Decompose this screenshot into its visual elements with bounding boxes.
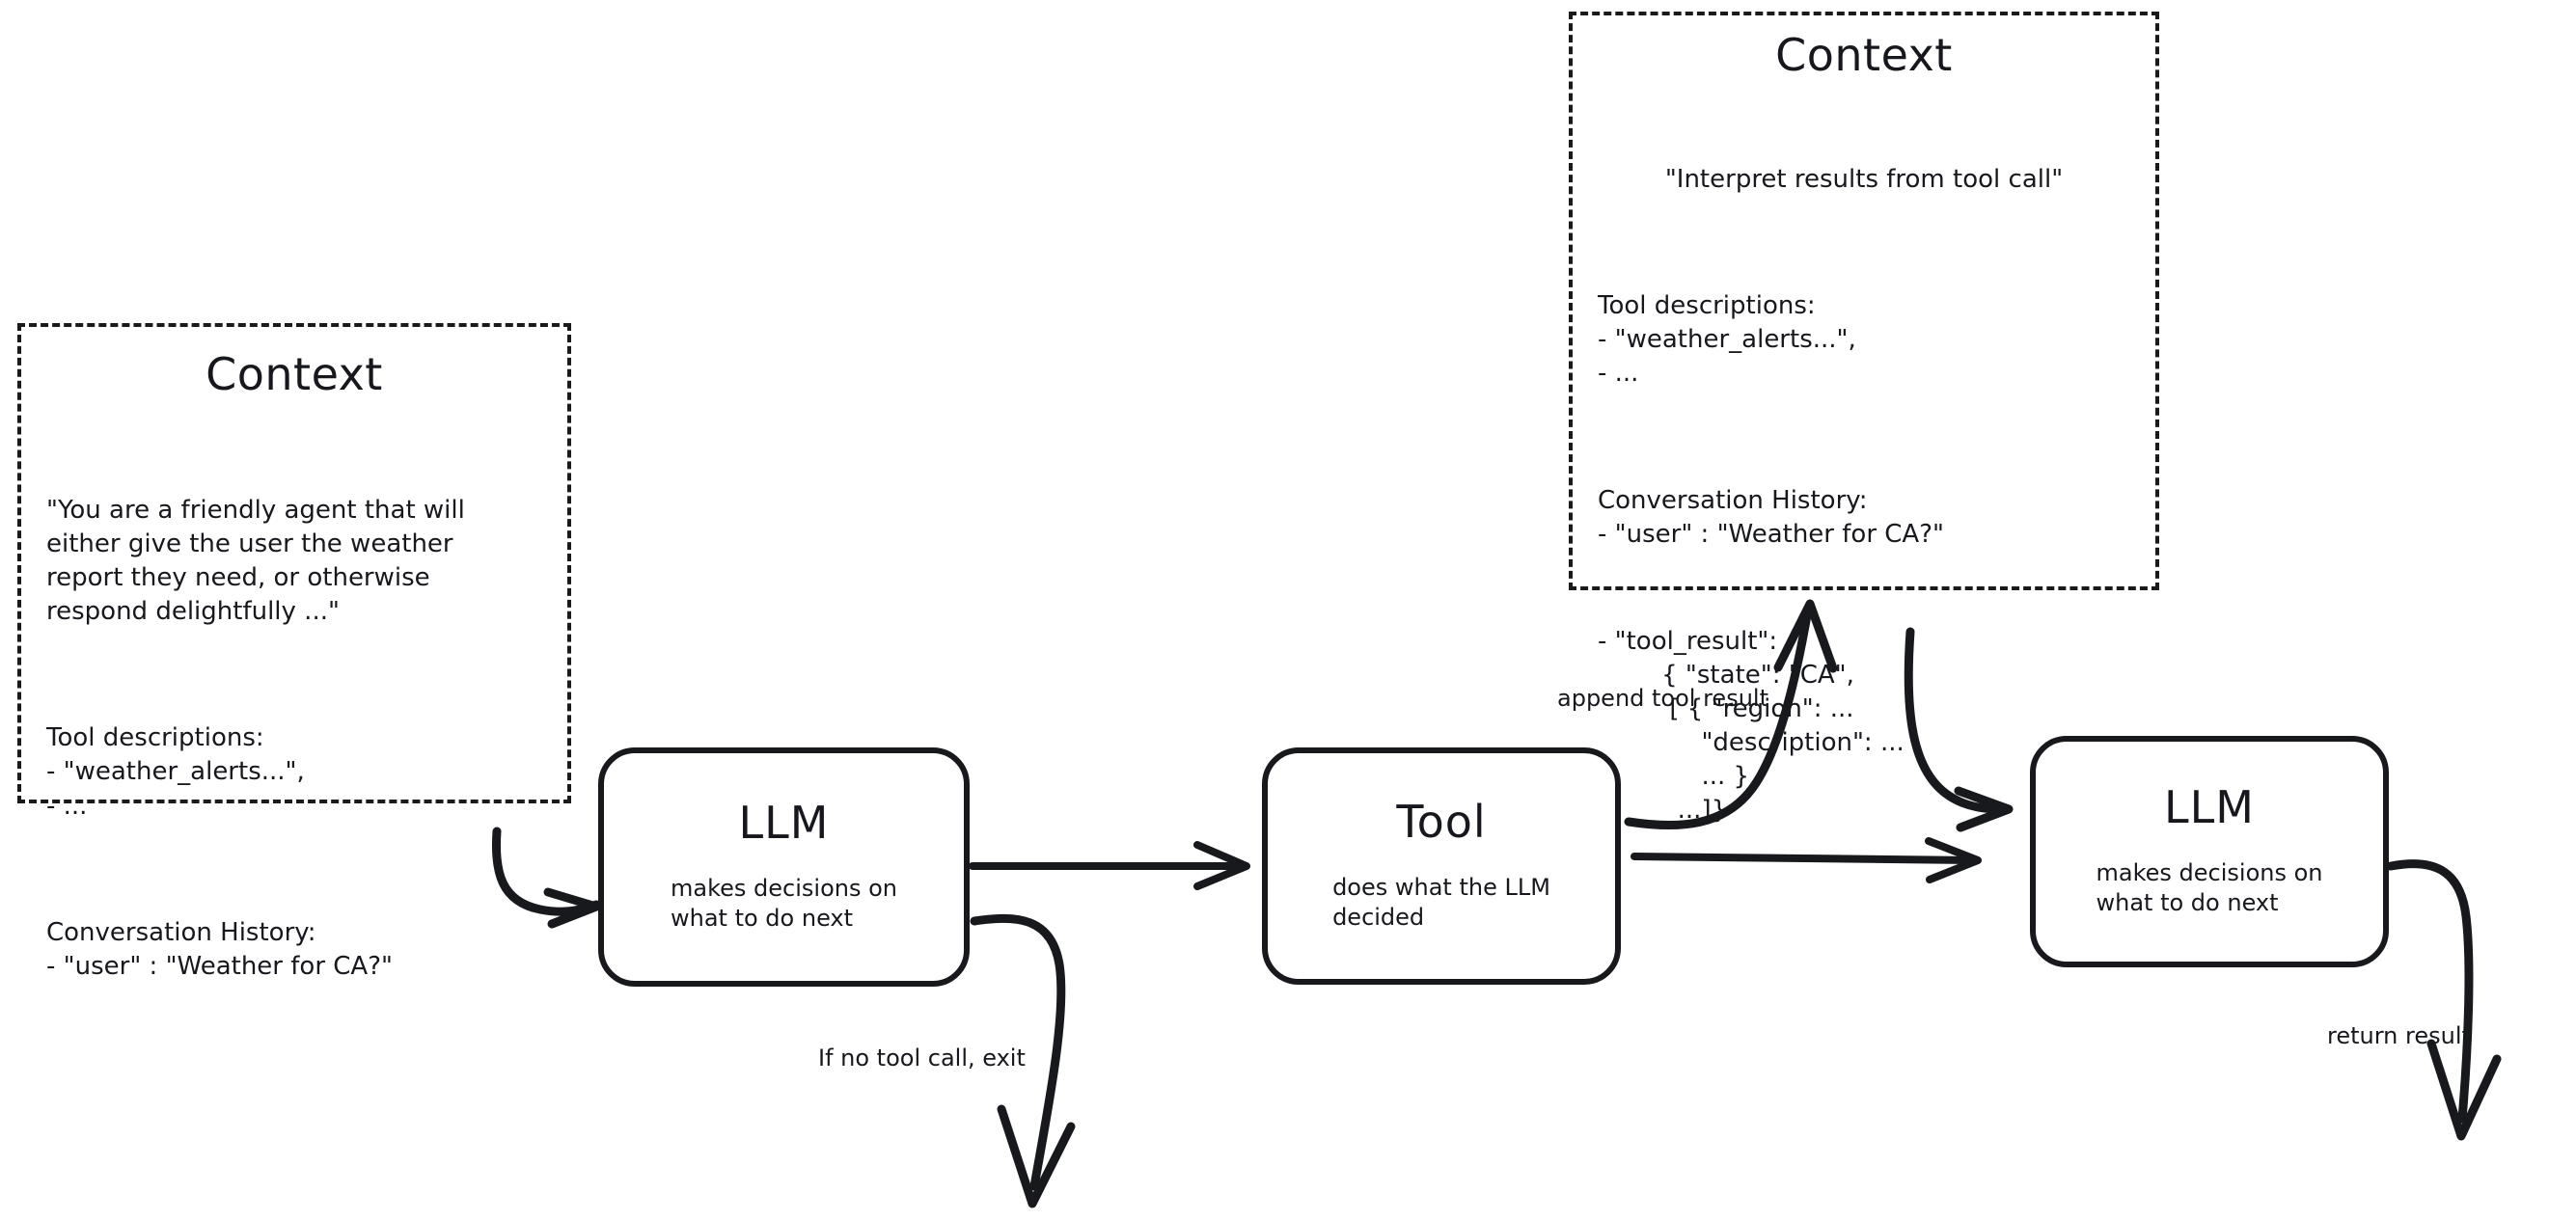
context-right-paragraph-tools: Tool descriptions: - "weather_alerts..."… (1598, 291, 1856, 389)
node-tool-subtitle: does what the LLM decided (1332, 874, 1550, 931)
edge-llm-to-tool (969, 841, 1250, 890)
context-right-paragraph-instruction: "Interpret results from tool call" (1664, 164, 2064, 194)
context-left-paragraph-tools: Tool descriptions: - "weather_alerts..."… (46, 723, 305, 821)
node-tool[interactable]: Tool does what the LLM decided (1262, 747, 1621, 985)
node-llm-second-title: LLM (2164, 781, 2255, 834)
node-tool-title: Tool (1396, 796, 1487, 849)
context-box-right: Context "Interpret results from tool cal… (1569, 12, 2159, 825)
edge-return-result (2386, 859, 2502, 1141)
node-llm-second[interactable]: LLM makes decisions on what to do next (2030, 736, 2389, 967)
node-llm-second-subtitle: makes decisions on what to do next (2096, 859, 2323, 916)
node-llm-first-subtitle: makes decisions on what to do next (671, 875, 897, 932)
node-llm-first[interactable]: LLM makes decisions on what to do next (598, 747, 970, 987)
context-box-left: Context "You are a friendly agent that w… (17, 323, 571, 981)
context-left-title: Context (206, 348, 383, 400)
context-left-paragraph-system: "You are a friendly agent that will eith… (46, 495, 465, 627)
edge-label-if-no-tool-call-exit: If no tool call, exit (818, 1045, 1026, 1072)
edge-label-return-result: return result (2327, 1022, 2471, 1049)
context-left-paragraph-history: Conversation History: - "user" : "Weathe… (46, 917, 393, 981)
context-right-paragraph-history: Conversation History: - "user" : "Weathe… (1598, 485, 1944, 549)
edge-label-append-tool-result: append tool result (1557, 685, 1768, 712)
context-right-title: Context (1775, 29, 1953, 81)
context-left-body: "You are a friendly agent that will eith… (46, 426, 542, 1052)
node-llm-first-title: LLM (738, 797, 830, 850)
